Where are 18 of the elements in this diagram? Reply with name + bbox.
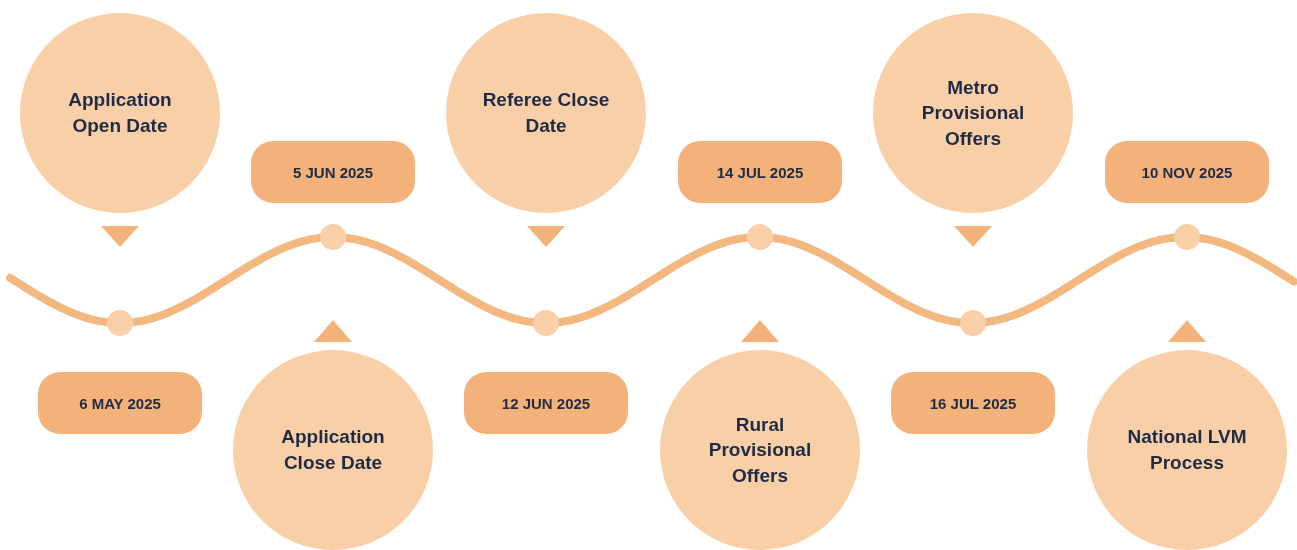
- milestone-label: Application Close Date: [280, 425, 386, 475]
- date-pill: [251, 141, 415, 203]
- date-pill: [38, 372, 202, 434]
- date-pill: [678, 141, 842, 203]
- milestone-label: Metro Provisional Offers: [920, 75, 1026, 151]
- date-label: 16 JUL 2025: [929, 394, 1017, 412]
- date-pill: [464, 372, 628, 434]
- milestone-label: National LVM Process: [1126, 425, 1248, 475]
- date-label: 6 MAY 2025: [79, 394, 161, 412]
- date-pill: [891, 372, 1055, 434]
- date-label: 10 NOV 2025: [1141, 163, 1233, 181]
- date-label: 12 JUN 2025: [501, 394, 591, 412]
- date-label: 5 JUN 2025: [292, 163, 374, 181]
- milestone-label: Rural Provisional Offers: [707, 412, 813, 488]
- milestone-label: Application Open Date: [67, 88, 173, 138]
- date-pill: [1105, 141, 1269, 203]
- date-label: 14 JUL 2025: [716, 163, 804, 181]
- milestone-label: Referee Close Date: [481, 88, 611, 138]
